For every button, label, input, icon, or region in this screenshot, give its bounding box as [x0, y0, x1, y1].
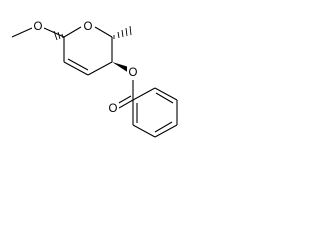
bond-methyl-methoxy-o [11, 27, 33, 38]
svg-text:O: O [84, 21, 93, 33]
svg-text:O: O [129, 67, 138, 79]
atom-methoxy-oxygen: O [32, 20, 44, 34]
bond-phenyl-3-4 [154, 124, 178, 138]
bond-phenyl-inner-b [154, 121, 173, 133]
bond-c3-c2-double [67, 58, 89, 71]
svg-text:O: O [34, 21, 43, 33]
bond-c4-c3 [87, 61, 113, 76]
bond-c3-c2 [63, 61, 89, 76]
bond-carbonyl-c-o-double [116, 95, 132, 105]
hashed-bond-c1-methoxy [53, 30, 64, 41]
molecule-structure: O O O O [11, 20, 178, 138]
bond-carbonyl-c-o [118, 99, 134, 109]
structure-canvas: O O O O [0, 0, 220, 162]
bond-ring-o-c5 [94, 26, 113, 38]
bond-phenyl-1-2 [154, 87, 178, 101]
atom-ring-oxygen: O [82, 20, 94, 34]
atom-ester-oxygen: O [127, 66, 139, 80]
bond-phenyl-4-5 [132, 124, 156, 138]
bond-methoxy-o-c1 [43, 27, 65, 38]
atom-carbonyl-oxygen: O [107, 102, 119, 116]
svg-text:O: O [109, 103, 118, 115]
hashed-bond-c5-methyl [113, 25, 132, 39]
bond-carbonyl-c-phenyl [132, 87, 156, 101]
bond-phenyl-inner-a [155, 92, 174, 104]
bond-c1-ring-o [63, 26, 82, 38]
